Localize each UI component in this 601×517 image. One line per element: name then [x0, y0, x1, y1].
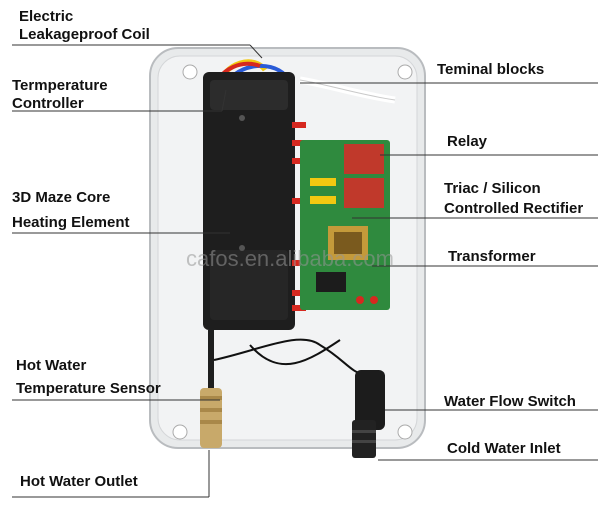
relay-block	[344, 178, 384, 208]
flow-switch-label: Water Flow Switch	[444, 393, 576, 410]
mount-hole	[397, 64, 413, 80]
terminal-blocks-label: Teminal blocks	[437, 61, 545, 78]
watermark: cafos.en.alibaba.com	[186, 246, 394, 271]
cold-water-inlet-fitting	[352, 420, 376, 458]
core-label-line2: Heating Element	[12, 214, 130, 231]
triac-label-line1: Triac / Silicon	[444, 180, 541, 197]
leader-line	[221, 89, 227, 112]
core-label-line1: 3D Maze Core	[12, 189, 111, 206]
mount-hole	[172, 424, 188, 440]
temp-controller-label-line2: Controller	[12, 95, 84, 112]
leader-line	[249, 44, 263, 59]
temp-controller-label-line1: Termperature	[12, 77, 108, 94]
inlet-label: Cold Water Inlet	[447, 440, 561, 457]
transformer-label: Transformer	[448, 248, 536, 265]
outlet-label: Hot Water Outlet	[20, 473, 138, 490]
coil-label-line1: Electric	[19, 8, 74, 25]
sensor-label-line1: Hot Water	[16, 357, 87, 374]
sensor-label-line2: Temperature Sensor	[16, 380, 161, 397]
mount-hole	[182, 64, 198, 80]
triac-label-line2: Controlled Rectifier	[444, 200, 584, 217]
mount-hole	[397, 424, 413, 440]
coil-label-line2: Leakageproof Coil	[19, 26, 150, 43]
hot-water-outlet-fitting	[200, 388, 222, 448]
relay-label: Relay	[447, 133, 488, 150]
relay-block	[344, 144, 384, 174]
water-flow-switch	[355, 370, 385, 430]
